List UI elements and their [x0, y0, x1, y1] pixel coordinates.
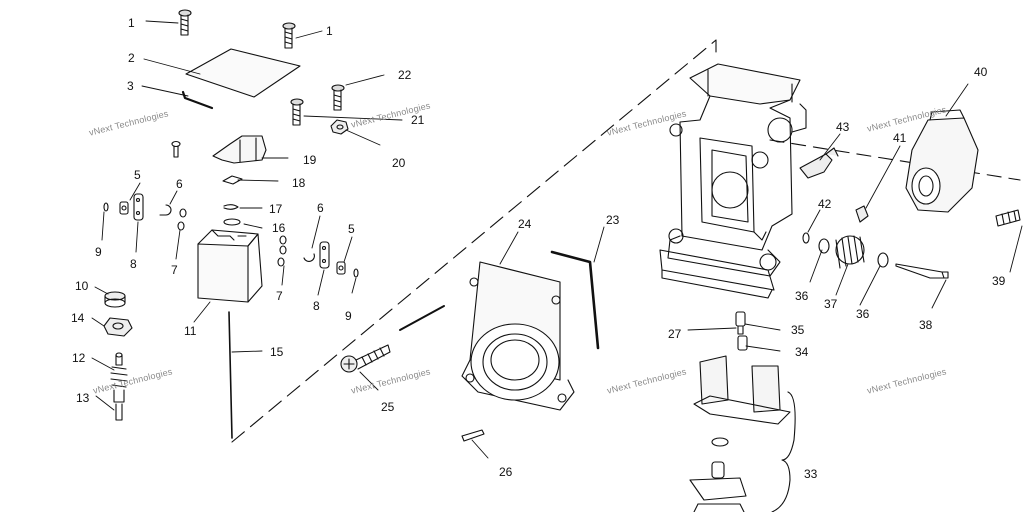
plate-part-5-right	[336, 261, 346, 275]
float-part-14	[197, 229, 263, 303]
screw-part-22	[331, 84, 345, 111]
callout-label: 22	[398, 68, 412, 82]
callout-label: 43	[836, 120, 850, 134]
assembly-dashed-line	[231, 39, 717, 443]
dash-line-25	[399, 305, 445, 331]
callout-label: 25	[381, 400, 395, 414]
callout-label: 33	[804, 467, 818, 481]
callout-label: 40	[974, 65, 988, 79]
callout-label: 9	[95, 245, 102, 259]
screw-part-21	[290, 98, 304, 126]
link-part-8-left	[133, 193, 144, 221]
assembly-dashed-line-right	[769, 139, 1021, 181]
callout-label: 42	[818, 197, 832, 211]
bushings-part-7-left	[177, 208, 187, 231]
gasket-part-3	[181, 90, 214, 110]
callout-label: 34	[795, 345, 809, 359]
callout-label: 7	[171, 263, 178, 277]
callout-label: 13	[76, 391, 90, 405]
callout-label: 16	[272, 221, 286, 235]
jet-part-34	[737, 335, 748, 351]
callout-label: 37	[824, 297, 838, 311]
clip-part-6-right	[303, 253, 315, 262]
callout-label: 5	[134, 168, 141, 182]
callout-label: 39	[992, 274, 1006, 288]
callout-label: 2	[128, 51, 135, 65]
callout-label: 21	[411, 113, 425, 127]
callout-label: 1	[326, 24, 333, 38]
plug-part-41	[855, 205, 869, 223]
carburetor-body	[659, 63, 807, 299]
callout-label: 8	[313, 299, 320, 313]
callout-label: 36	[795, 289, 809, 303]
washer-part-42	[802, 232, 810, 244]
callout-label: 26	[499, 465, 513, 479]
bushings-part-7-right	[277, 235, 287, 267]
screw-part-25	[340, 344, 391, 373]
gasket-part-23	[550, 250, 600, 350]
clip-part-18	[222, 175, 243, 185]
bracket-part-19	[212, 135, 267, 164]
jet-part-35	[735, 311, 746, 335]
clip-part-6-left	[159, 204, 172, 216]
callout-label: 12	[72, 351, 86, 365]
callout-label: 24	[518, 217, 532, 231]
throttle-lever-part-40	[905, 109, 979, 213]
pin-part-26	[461, 429, 485, 442]
needle-valve-part-12-13	[110, 352, 128, 421]
float-bowl-part-33	[689, 355, 791, 513]
small-screw-near-19	[171, 140, 181, 158]
intake-flange-part-24	[461, 261, 575, 411]
callout-label: 11	[184, 324, 197, 338]
callout-label: 17	[269, 202, 283, 216]
callout-label: 10	[75, 279, 89, 293]
rod-part-15	[228, 311, 233, 439]
callout-label: 38	[919, 318, 933, 332]
screw-part-39	[995, 209, 1021, 227]
link-part-8-right	[319, 241, 330, 269]
callout-label: 18	[292, 176, 306, 190]
screw-part-1-right	[282, 22, 296, 49]
callout-label: 1	[128, 16, 135, 30]
callout-label: 3	[127, 79, 134, 93]
nut-part-20	[330, 119, 349, 135]
callout-label: 8	[130, 257, 137, 271]
plate-part-5-left	[119, 201, 129, 215]
callout-label: 41	[893, 131, 907, 145]
callout-label: 23	[606, 213, 620, 227]
callout-label: 27	[668, 327, 682, 341]
washer-part-36-left	[818, 238, 830, 254]
needle-part-38	[895, 263, 949, 279]
cover-plate-part-2	[185, 48, 301, 98]
callout-label: 6	[176, 177, 183, 191]
callout-label: 5	[348, 222, 355, 236]
callout-label: 35	[791, 323, 805, 337]
callout-label: 19	[303, 153, 317, 167]
washer-part-9-right	[353, 268, 359, 278]
bracket-part-33	[771, 391, 796, 513]
washer-part-9-left	[103, 202, 109, 212]
clip-part-17	[223, 204, 239, 210]
callout-label: 36	[856, 307, 870, 321]
callout-label: 14	[71, 311, 85, 325]
nut-part-11	[103, 317, 133, 337]
washer-part-36-right	[877, 252, 889, 268]
callout-label: 15	[270, 345, 284, 359]
callout-label: 20	[392, 156, 406, 170]
oring-part-16	[223, 218, 241, 226]
screw-part-1-left	[178, 9, 192, 36]
callout-label: 7	[276, 289, 283, 303]
leader-lines	[91, 20, 1023, 459]
callout-label: 6	[317, 201, 324, 215]
callout-label: 9	[345, 309, 352, 323]
spring-part-37	[835, 235, 865, 269]
spacer-part-10	[104, 291, 126, 308]
fitting-part-43	[799, 147, 839, 179]
